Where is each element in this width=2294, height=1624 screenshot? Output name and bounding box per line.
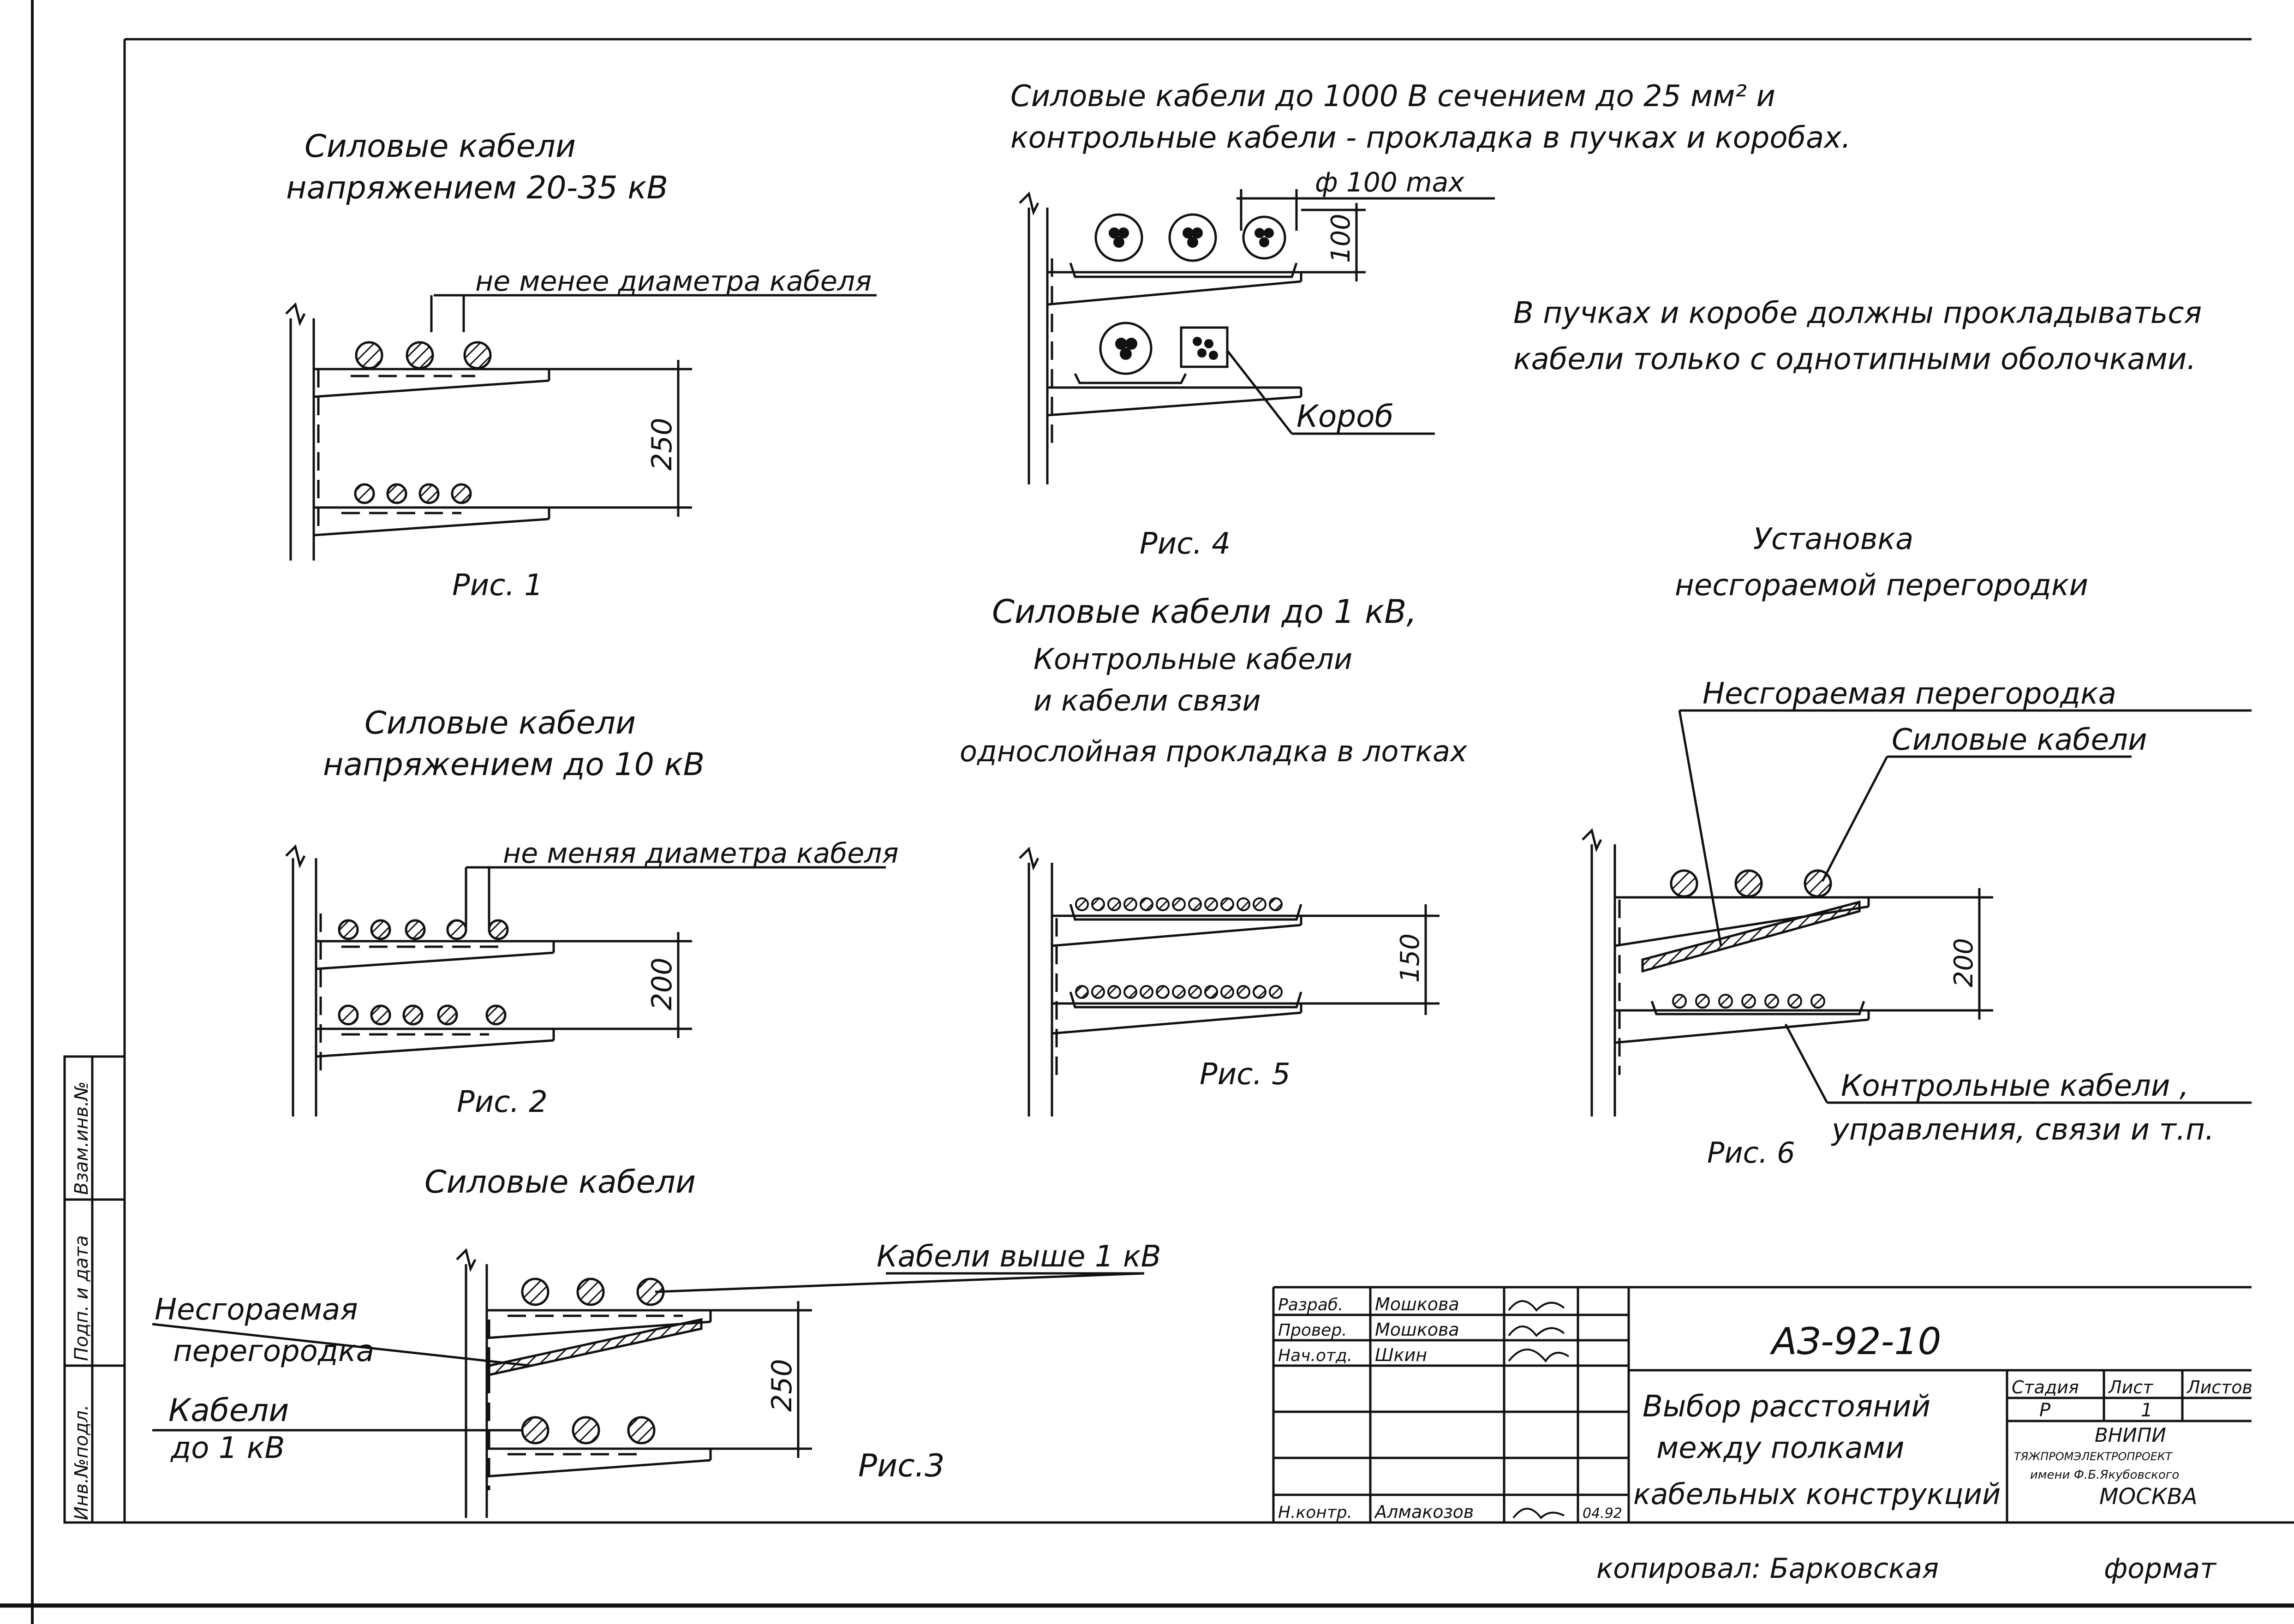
fig2-title-2: напряжением до 10 кВ	[323, 746, 705, 783]
tb-desc-3: кабельных конструкций	[1633, 1477, 2001, 1511]
tb-h-sheets: Листов	[2186, 1377, 2252, 1397]
tb-h-stage: Стадия	[2012, 1377, 2079, 1397]
fig1-title-2: напряжением 20-35 кВ	[286, 170, 668, 206]
signatures	[1508, 1300, 1570, 1520]
figure-3: Силовые кабели Кабели выше 1 кВ Несгорае…	[152, 1164, 1161, 1518]
tb-org-4: МОСКВА	[2099, 1484, 2198, 1510]
tb-name-1: Мошкова	[1375, 1294, 1459, 1314]
tb-desc-1: Выбор расстояний	[1643, 1390, 1930, 1424]
tb-role-3: Нач.отд.	[1278, 1346, 1352, 1365]
fig1-title-1: Силовые кабели	[305, 128, 576, 165]
fig6-power-label: Силовые кабели	[1892, 723, 2147, 757]
figure-2: Силовые кабели напряжением до 10 кВ не м…	[285, 705, 899, 1119]
title-block: Разраб. Мошкова Провер. Мошкова Нач.отд.…	[1272, 1286, 2252, 1522]
tb-code: АЗ-92-10	[1769, 1320, 1941, 1363]
side-stamp	[63, 1055, 126, 1524]
fig6-title-1: Установка	[1753, 522, 1913, 556]
tb-v-stage: Р	[2039, 1400, 2051, 1421]
fig4-title-1: Силовые кабели до 1000 В сечением до 25 …	[1010, 79, 1775, 113]
side-stamp-replaces: Взам.инв.№	[71, 1081, 92, 1195]
figure-6: Установка несгораемой перегородки Несгор…	[1582, 522, 2252, 1170]
fig6-control-label-1: Контрольные кабели ,	[1841, 1069, 2189, 1103]
fig3-dim: 250	[766, 1359, 798, 1412]
figure-4: Силовые кабели до 1000 В сечением до 25 …	[1010, 79, 1851, 561]
fig5-title-3: и кабели связи	[1033, 684, 1261, 717]
note-bundles-line-2: кабели только с однотипными оболочками.	[1513, 342, 2196, 376]
footer-format: формат	[2104, 1552, 2217, 1585]
tb-v-sheet: 1	[2141, 1400, 2152, 1421]
fig6-partition-label: Несгораемая перегородка	[1703, 677, 2116, 711]
fig2-title-1: Силовые кабели	[364, 705, 636, 741]
fig2-caption: Рис. 2	[457, 1085, 548, 1119]
side-stamp-sign: Подп. и дата	[71, 1236, 92, 1361]
tb-org-2: ТЯЖПРОМЭЛЕКТРОПРОЕКТ	[2014, 1450, 2173, 1463]
tb-date-6: 04.92	[1583, 1505, 1622, 1522]
fig5-title-4: однослойная прокладка в лотках	[960, 734, 1468, 768]
side-stamp-inv: Инв.№подл.	[71, 1404, 92, 1520]
fig1-note: не менее диаметра кабеля	[475, 265, 872, 298]
fig2-note: не меняя диаметра кабеля	[503, 837, 899, 870]
figure-5: Силовые кабели до 1 кВ, Контрольные кабе…	[960, 593, 1468, 1116]
fig6-caption: Рис. 6	[1707, 1136, 1795, 1170]
fig1-caption: Рис. 1	[452, 568, 543, 603]
fig4-diameter: ф 100 max	[1315, 167, 1464, 198]
tb-name-2: Мошкова	[1375, 1320, 1459, 1340]
fig5-dim: 150	[1395, 933, 1425, 983]
fig4-caption: Рис. 4	[1140, 527, 1231, 561]
fig5-title-1: Силовые кабели до 1 кВ,	[992, 593, 1417, 631]
fig3-title: Силовые кабели	[424, 1164, 696, 1200]
fig2-dim: 200	[646, 957, 678, 1010]
tb-org-1: ВНИПИ	[2095, 1424, 2166, 1446]
tb-h-sheet: Лист	[2108, 1377, 2154, 1397]
fig4-dim: 100	[1326, 214, 1356, 263]
fig3-partition-1: Несгораемая	[155, 1293, 358, 1327]
tb-role-1: Разраб.	[1278, 1296, 1343, 1314]
fig3-partition-2: перегородка	[173, 1334, 374, 1368]
tb-role-6: Н.контр.	[1278, 1503, 1352, 1522]
fig3-label-upper: Кабели выше 1 кВ	[877, 1240, 1161, 1274]
fig1-dim: 250	[646, 418, 678, 471]
fig4-title-2: контрольные кабели - прокладка в пучках …	[1010, 121, 1851, 155]
fig4-box-label: Короб	[1296, 399, 1393, 434]
fig5-caption: Рис. 5	[1200, 1057, 1290, 1092]
fig6-dim: 200	[1949, 938, 1979, 987]
fig6-control-label-2: управления, связи и т.п.	[1831, 1113, 2214, 1147]
tb-desc-2: между полками	[1656, 1431, 1904, 1465]
footer-copied: копировал: Барковская	[1596, 1552, 1939, 1585]
tb-name-6: Алмакозов	[1374, 1502, 1474, 1522]
fig3-lower-1: Кабели	[168, 1392, 289, 1429]
fig6-title-2: несгораемой перегородки	[1675, 568, 2088, 603]
tb-org-3: имени Ф.Б.Якубовского	[2030, 1468, 2179, 1482]
figure-1: Силовые кабели напряжением 20-35 кВ не м…	[285, 128, 877, 603]
tb-name-3: Шкин	[1375, 1345, 1427, 1365]
fig3-caption: Рис.3	[858, 1448, 944, 1484]
note-bundles-line-1: В пучках и коробе должны прокладываться	[1513, 296, 2202, 330]
fig5-title-2: Контрольные кабели	[1033, 642, 1352, 676]
fig3-lower-2: до 1 кВ	[170, 1431, 285, 1465]
tb-role-2: Провер.	[1278, 1321, 1347, 1340]
